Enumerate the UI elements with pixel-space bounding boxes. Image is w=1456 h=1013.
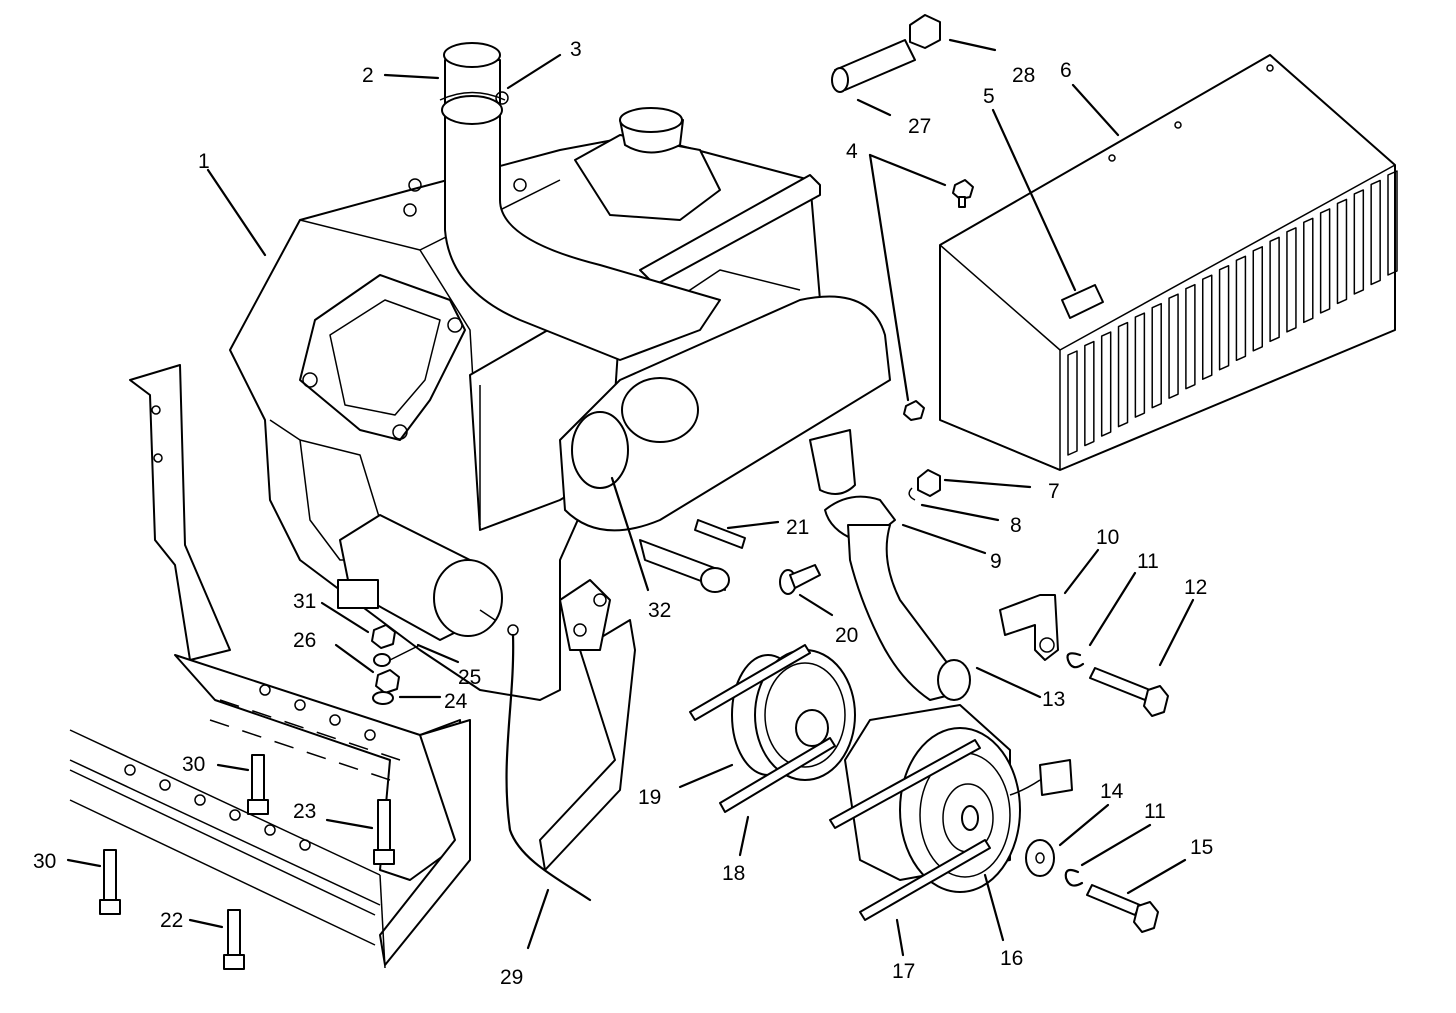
callout-25: 25 (458, 666, 481, 689)
louver-slot (1185, 283, 1196, 390)
callout-30: 30 (182, 753, 205, 776)
muffler (559, 295, 891, 532)
louver-slot (1067, 350, 1078, 456)
clutch (829, 704, 1073, 921)
exhaust-pipe (439, 42, 721, 361)
callout-32: 32 (648, 599, 671, 622)
callout-23: 23 (293, 800, 316, 823)
callout-27: 27 (908, 115, 931, 138)
louver-slot (1084, 340, 1095, 447)
louver-slot (1218, 264, 1230, 371)
louver-slot (1303, 217, 1314, 324)
callout-31: 31 (293, 590, 316, 613)
callout-15: 15 (1190, 836, 1213, 859)
callout-5: 5 (983, 85, 995, 108)
callout-24: 24 (444, 690, 468, 713)
e-clip (1064, 868, 1084, 887)
hex-bolt (1089, 667, 1169, 717)
engine-brackets (129, 364, 636, 966)
callout-4: 4 (846, 140, 858, 163)
washer (1025, 839, 1055, 877)
louver-slot (1370, 179, 1381, 286)
frame-rails (69, 684, 401, 969)
callout-16: 16 (1000, 947, 1023, 970)
callout-18: 18 (722, 862, 745, 885)
louver-slot (1100, 331, 1112, 437)
callout-19: 19 (638, 786, 661, 809)
callout-11-lower: 11 (1144, 800, 1166, 823)
louver-slot (1168, 293, 1179, 399)
callout-13: 13 (1042, 688, 1065, 711)
louver-slot (1353, 189, 1365, 295)
callout-2: 2 (362, 64, 374, 87)
ground-wire (505, 633, 592, 902)
callout-labels: 1 2 3 4 5 6 7 8 9 10 11 11 12 13 14 15 1… (33, 38, 1213, 989)
starter (337, 514, 503, 641)
crankshaft (639, 539, 730, 593)
louver-slot (1117, 321, 1129, 428)
e-clip (1066, 652, 1085, 669)
callout-1: 1 (198, 150, 210, 173)
callout-22: 22 (160, 909, 183, 932)
callout-6: 6 (1060, 59, 1072, 82)
louver-slot (1269, 236, 1280, 343)
callout-7: 7 (1048, 480, 1060, 503)
callout-9: 9 (990, 550, 1002, 573)
callout-17: 17 (892, 960, 915, 983)
louver-slot (1336, 198, 1348, 305)
leader-lines (66, 38, 1195, 957)
callout-30-lower: 30 (33, 850, 56, 873)
guard-screws (903, 179, 974, 421)
guard-louvers (1067, 170, 1398, 456)
callout-20: 20 (835, 624, 858, 647)
callout-11: 11 (1137, 550, 1159, 573)
callout-21: 21 (786, 516, 809, 539)
carriage-bolt (779, 564, 821, 595)
fuel-hose (831, 14, 941, 93)
pulley (689, 644, 856, 813)
mounting-bolts (99, 754, 395, 970)
louver-slot (1201, 274, 1213, 380)
callout-14: 14 (1100, 780, 1124, 803)
louver-slot (1235, 255, 1247, 362)
tailpipe-assembly (824, 469, 971, 701)
starter-hardware (371, 624, 421, 705)
key (694, 519, 746, 549)
callout-10: 10 (1096, 526, 1119, 549)
bracket (999, 594, 1059, 661)
callout-8: 8 (1010, 514, 1022, 537)
callout-28: 28 (1012, 64, 1035, 87)
callout-12: 12 (1184, 576, 1207, 599)
louver-slot (1286, 227, 1297, 333)
callout-3: 3 (570, 38, 582, 61)
callout-29: 29 (500, 966, 523, 989)
callout-26: 26 (293, 629, 316, 652)
engine-guard (939, 54, 1398, 471)
louver-slot (1151, 302, 1162, 409)
louver-slot (1319, 208, 1331, 314)
louver-slot (1387, 170, 1398, 276)
clutch-bolt (1086, 884, 1159, 933)
louver-slot (1134, 312, 1146, 418)
louver-slot (1252, 246, 1264, 352)
